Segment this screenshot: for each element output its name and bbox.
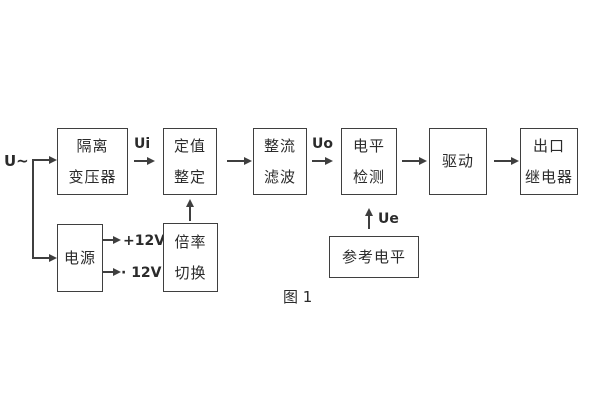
block-ratio-switch: 倍率 切换 [163, 223, 218, 292]
block-power-supply: 电源 [57, 224, 103, 292]
block-level-detect-line1: 电平 [352, 136, 385, 155]
signal-label-ui: Ui [134, 136, 151, 152]
block-isolation-transformer-line2: 变压器 [68, 167, 117, 186]
block-isolation-transformer: 隔离 变压器 [57, 128, 128, 195]
block-output-relay-line1: 出口 [532, 136, 565, 155]
block-isolation-transformer-line1: 隔离 [76, 136, 109, 155]
block-ratio-switch-line2: 切换 [174, 263, 207, 282]
connector-input-to-transformer [32, 156, 57, 164]
block-reference-level: 参考电平 [329, 236, 419, 278]
block-drive: 驱动 [429, 128, 487, 195]
signal-label-uo: Uo [312, 136, 333, 152]
signal-label-ue: Ue [378, 211, 399, 227]
signal-label-input: U~ [4, 152, 29, 170]
connector-transformer-to-setpoint [134, 157, 155, 165]
block-setpoint-adjust-line1: 定值 [173, 136, 206, 155]
block-output-relay: 出口 继电器 [520, 128, 578, 195]
connector-setpoint-to-rectifier [227, 157, 252, 165]
connector-input-to-power [32, 254, 57, 262]
connector-rectifier-to-level [312, 157, 333, 165]
block-power-supply-label: 电源 [63, 248, 96, 267]
block-setpoint-adjust-line2: 整定 [173, 167, 206, 186]
figure-caption: 图 1 [283, 288, 313, 306]
block-level-detect-line2: 检测 [352, 167, 385, 186]
connector-input-branch-line [32, 160, 34, 259]
connector-drive-to-relay [494, 157, 519, 165]
connector-level-to-drive [402, 157, 427, 165]
block-level-detect: 电平 检测 [341, 128, 397, 195]
block-reference-level-label: 参考电平 [341, 247, 406, 266]
connector-power-minus12 [103, 268, 121, 276]
connector-power-plus12 [103, 236, 121, 244]
block-rectify-filter-line2: 滤波 [263, 167, 296, 186]
connector-reference-to-level [365, 208, 373, 229]
block-drive-label: 驱动 [441, 152, 474, 170]
connector-ratio-to-setpoint [186, 199, 194, 221]
block-output-relay-line2: 继电器 [524, 167, 573, 186]
signal-label-plus12v: +12V [123, 233, 166, 249]
block-rectify-filter-line1: 整流 [263, 136, 296, 155]
block-rectify-filter: 整流 滤波 [253, 128, 307, 195]
block-setpoint-adjust: 定值 整定 [163, 128, 217, 195]
signal-label-minus12v: · 12V [121, 265, 162, 281]
block-ratio-switch-line1: 倍率 [174, 232, 207, 251]
